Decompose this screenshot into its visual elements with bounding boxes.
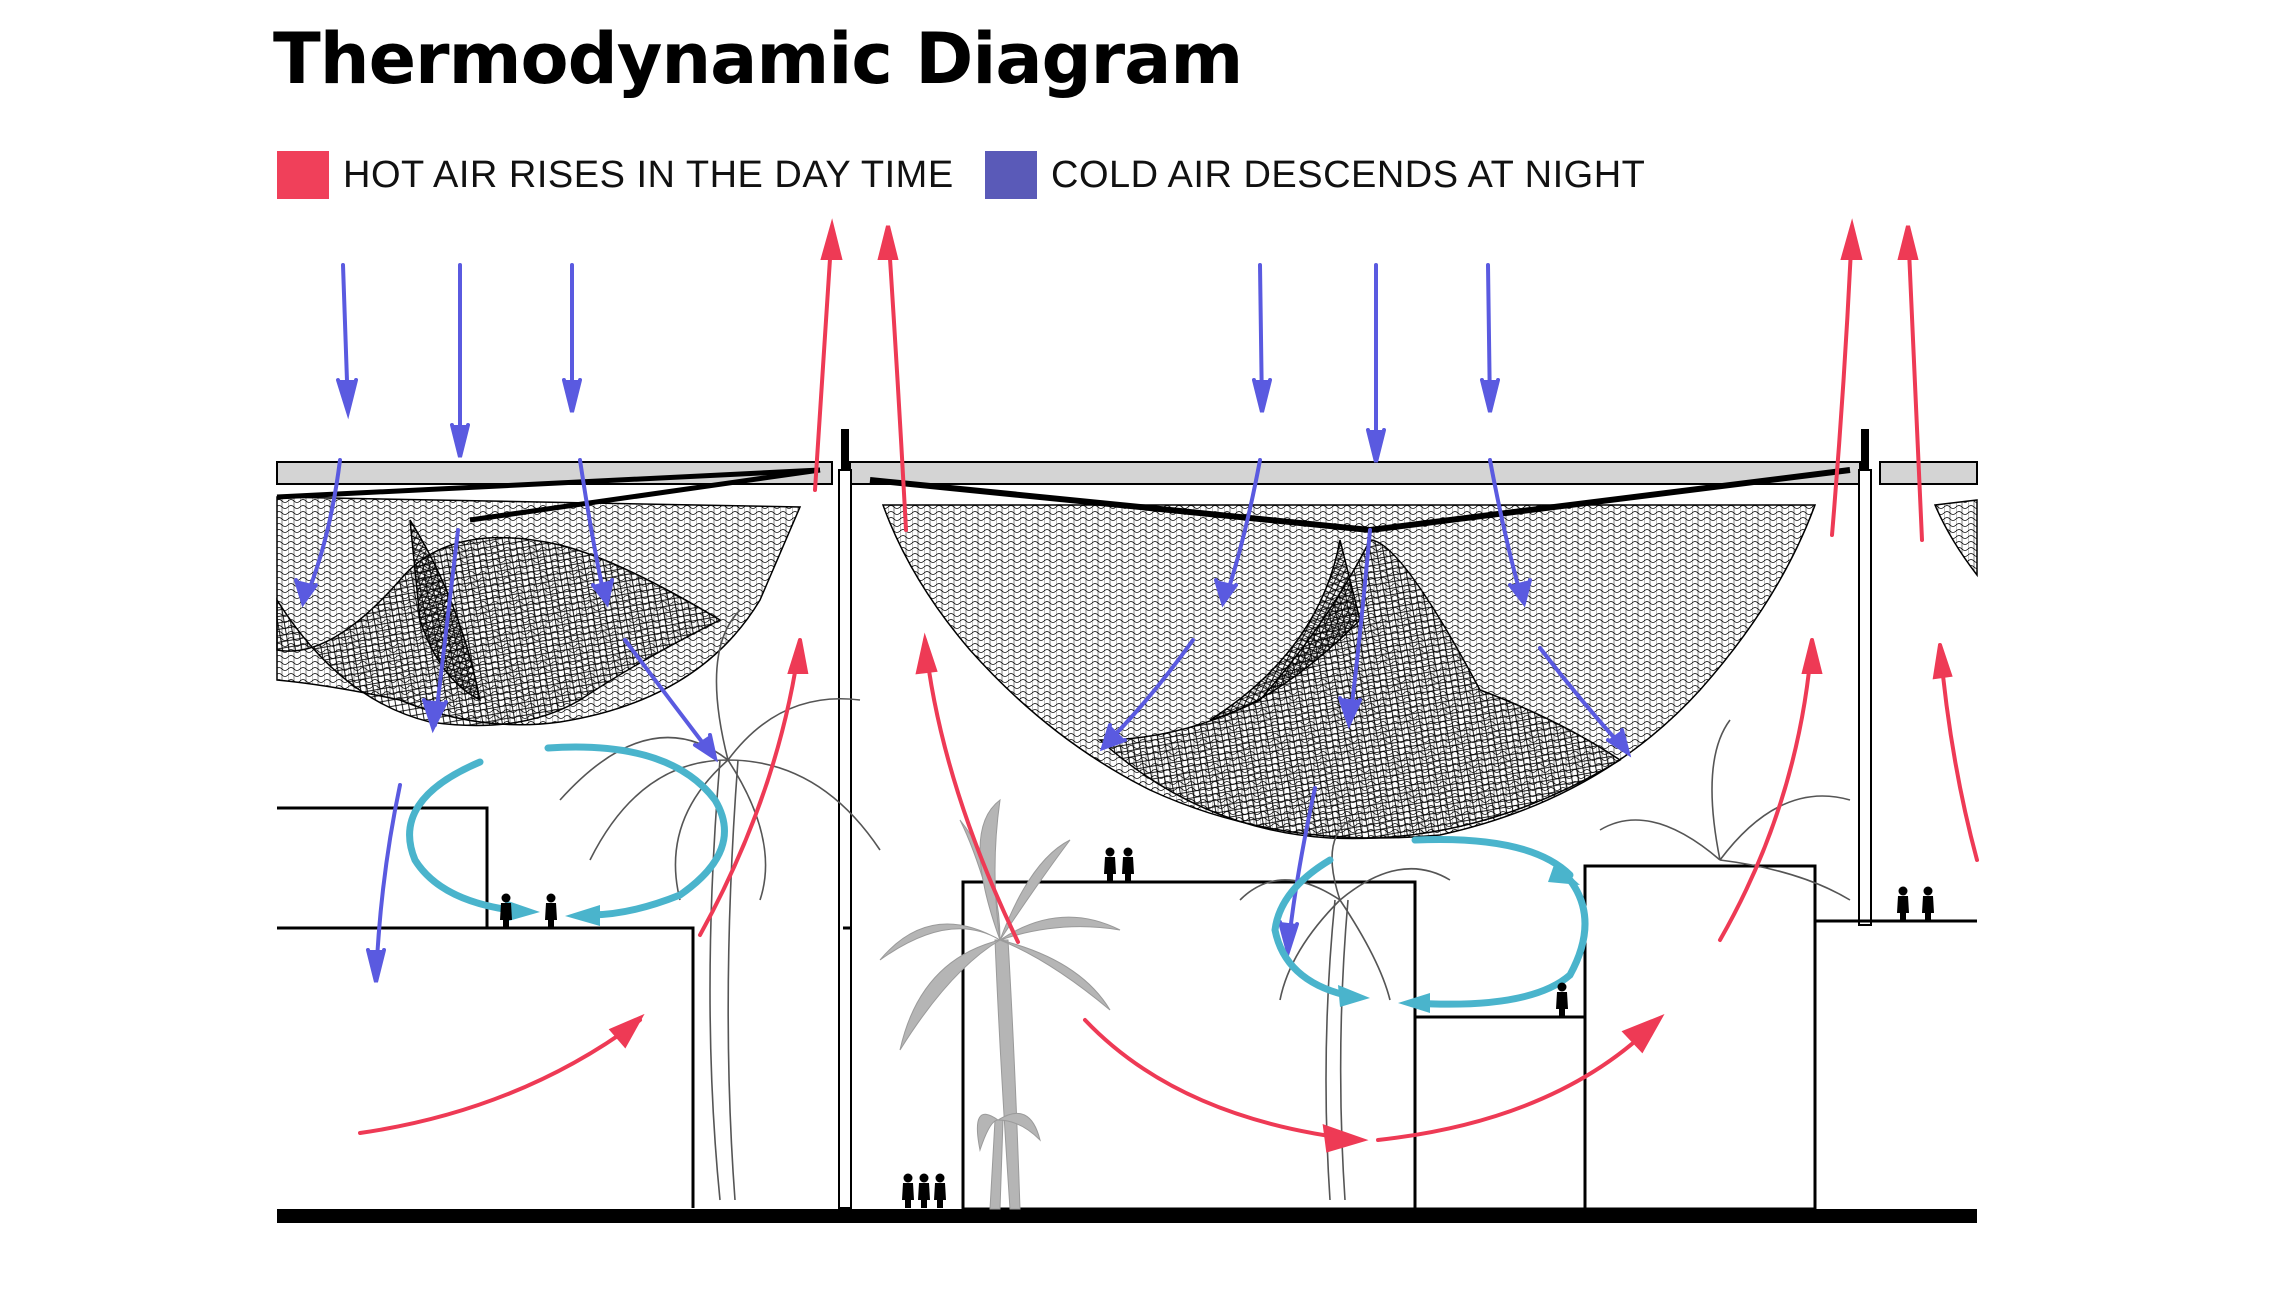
column-icon xyxy=(838,429,1872,1209)
roof-beam xyxy=(276,461,1978,485)
legend-cold: COLD AIR DESCENDS AT NIGHT xyxy=(985,150,1645,200)
legend-hot-swatch xyxy=(277,151,329,199)
canopy-mesh-icon xyxy=(869,467,1851,840)
cold-air-arrow xyxy=(294,458,1632,983)
page-title: Thermodynamic Diagram xyxy=(273,18,1243,100)
building xyxy=(277,806,1977,1211)
circulation-arrowhead xyxy=(505,862,1580,1013)
cold-air-arrow xyxy=(336,263,1500,463)
legend-cold-label: COLD AIR DESCENDS AT NIGHT xyxy=(1051,153,1646,196)
palm-tree-icon xyxy=(879,798,1121,1210)
ground-slab xyxy=(277,1209,1977,1223)
legend-cold-swatch xyxy=(985,151,1037,199)
canopy-mesh-icon xyxy=(1933,499,1978,578)
palm-tree-icon xyxy=(559,609,1851,1201)
legend-hot-label: HOT AIR RISES IN THE DAY TIME xyxy=(343,153,954,196)
legend-hot: HOT AIR RISES IN THE DAY TIME xyxy=(277,150,954,200)
circulation-arrow xyxy=(406,743,1589,1008)
canopy-mesh-icon xyxy=(276,467,821,727)
hot-air-arrow xyxy=(358,218,1979,1153)
